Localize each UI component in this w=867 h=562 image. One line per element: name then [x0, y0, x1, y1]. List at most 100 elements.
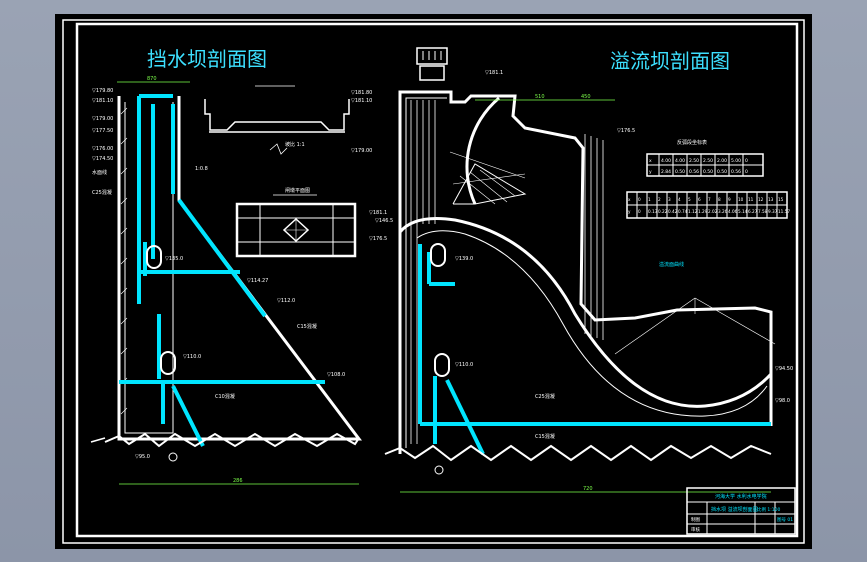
cad-drawing-canvas[interactable]: 挡水坝剖面图 溢流坝剖面图 870 [55, 14, 812, 549]
svg-text:▽181.80: ▽181.80 [351, 90, 372, 96]
svg-text:1:0.8: 1:0.8 [195, 166, 208, 172]
inner-frame [75, 22, 799, 538]
table2-cell: 1 [648, 197, 651, 202]
table2-cell: 7 [708, 197, 711, 202]
foundation-line [104, 432, 360, 448]
crest-detail: 坡比 1:1 ▽181.80 ▽181.10 ▽179.00 [204, 85, 372, 155]
svg-text:图号 01: 图号 01 [777, 517, 793, 523]
svg-text:▽181.10: ▽181.10 [351, 98, 372, 104]
svg-text:▽110.0: ▽110.0 [455, 362, 473, 368]
table1-cell: 0 [745, 169, 748, 175]
table2-cell: 1.12 [688, 209, 698, 214]
svg-text:▽181.10: ▽181.10 [92, 98, 113, 104]
spillway-labels: ▽181.1 510 450 ▽176.5 ▽146.5 ▽139.0 ▽110… [375, 70, 793, 492]
table2-cell: 9 [728, 197, 731, 202]
title-block: 河海大学 水利水电学院 挡水坝 溢流坝剖面图 比例 1:100 图号 01 制图… [686, 487, 796, 535]
table1-cell: 0.50 [717, 169, 727, 175]
table2-cell: 13 [768, 197, 774, 202]
svg-text:审核: 审核 [691, 526, 700, 533]
table1-cell: 4.00 [675, 158, 685, 164]
svg-text:水面线: 水面线 [92, 169, 107, 176]
table2-cell: y [628, 209, 631, 214]
svg-text:▽179.80: ▽179.80 [92, 88, 113, 94]
svg-text:制图: 制图 [691, 516, 700, 523]
table2-cell: 4 [678, 197, 681, 202]
svg-text:比例 1:100: 比例 1:100 [757, 506, 781, 513]
retaining-drain-lines [119, 94, 325, 447]
table1-cell: 0.56 [689, 169, 699, 175]
table2-cell: 4.06 [728, 209, 738, 214]
lower-gallery [160, 351, 176, 375]
svg-text:▽108.0: ▽108.0 [327, 372, 345, 378]
svg-text:反弧段坐标表: 反弧段坐标表 [677, 139, 707, 146]
table2-cell: 7.58 [758, 209, 768, 214]
table1-cell: 2.50 [689, 158, 699, 164]
svg-text:▽177.50: ▽177.50 [92, 128, 113, 134]
svg-text:▽146.5: ▽146.5 [375, 218, 393, 224]
svg-text:▽139.0: ▽139.0 [455, 256, 473, 262]
radial-gate [465, 96, 500, 205]
spillway-surface [398, 217, 773, 408]
table1-cell: x [649, 159, 652, 164]
svg-text:C15混凝: C15混凝 [297, 323, 317, 330]
table2-cell: 6.27 [748, 209, 758, 214]
table2-cell: 11.57 [778, 209, 790, 214]
table2-cell: x [628, 197, 631, 202]
svg-text:C25混凝: C25混凝 [535, 393, 555, 400]
table1-cell: 0.50 [675, 169, 685, 175]
table1-cell: 0 [745, 158, 748, 164]
gate-pier-plan: 闸墩平面图 ▽181.1 ▽176.5 [235, 187, 387, 258]
spillway-dam-outline [398, 90, 773, 454]
table2-cell: 0.22 [658, 209, 668, 214]
table2-cell: 5 [688, 197, 691, 202]
table2-cell: 2.02 [708, 209, 718, 214]
table2-cell: 0.42 [668, 209, 678, 214]
table2-cell: 0 [638, 209, 641, 214]
table2-cell: 5.14 [738, 209, 748, 214]
drawing-sheet: 挡水坝剖面图 溢流坝剖面图 870 [55, 14, 812, 549]
table1-cell: 0.50 [703, 169, 713, 175]
svg-text:▽176.5: ▽176.5 [617, 128, 635, 134]
upper-gallery [146, 245, 162, 269]
svg-text:▽179.00: ▽179.00 [92, 116, 113, 122]
svg-text:▽135.0: ▽135.0 [165, 256, 183, 262]
table2-cell: 0.13 [648, 209, 658, 214]
svg-text:C25混凝: C25混凝 [92, 189, 112, 196]
svg-text:510: 510 [535, 94, 545, 100]
table2-cell: 15 [778, 197, 784, 202]
svg-text:溢流面曲线: 溢流面曲线 [659, 261, 684, 268]
table2-cell: 2 [658, 197, 661, 202]
svg-text:▽179.00: ▽179.00 [351, 148, 372, 154]
spillway-dam-title: 溢流坝剖面图 [610, 49, 730, 73]
table2-cell: 3.26 [718, 209, 728, 214]
table1-cell: 2.00 [717, 158, 727, 164]
table2-cell: 10 [738, 197, 744, 202]
table2-cell: 9.37 [768, 209, 778, 214]
table1-cell: 0.56 [731, 169, 741, 175]
outer-frame [62, 19, 805, 544]
svg-text:▽114.27: ▽114.27 [247, 278, 268, 284]
svg-text:C15混凝: C15混凝 [535, 433, 555, 440]
retaining-dam-title: 挡水坝剖面图 [147, 47, 267, 71]
svg-text:870: 870 [147, 76, 157, 82]
table1-cell: 2.84 [661, 169, 671, 175]
svg-text:▽181.1: ▽181.1 [485, 70, 503, 76]
svg-text:720: 720 [583, 486, 593, 492]
retaining-dam-section: 870 [90, 76, 363, 485]
svg-text:河海大学 水利水电学院: 河海大学 水利水电学院 [715, 493, 767, 500]
svg-text:▽94.50: ▽94.50 [775, 366, 793, 372]
table2-cell: 1.29 [698, 209, 708, 214]
table2-cell: 3 [668, 197, 671, 202]
spillway-drain-lines [418, 244, 771, 455]
svg-text:C10混凝: C10混凝 [215, 393, 235, 400]
spillway-foundation [384, 444, 772, 462]
table2-cell: 0.74 [678, 209, 688, 214]
table1-cell: y [649, 170, 652, 175]
svg-text:坡比 1:1: 坡比 1:1 [285, 141, 305, 148]
svg-text:挡水坝 溢流坝剖面图: 挡水坝 溢流坝剖面图 [711, 506, 758, 513]
svg-text:▽176.00: ▽176.00 [92, 146, 113, 152]
left-dim-bottom: 286 [233, 478, 243, 484]
svg-text:450: 450 [581, 94, 591, 100]
